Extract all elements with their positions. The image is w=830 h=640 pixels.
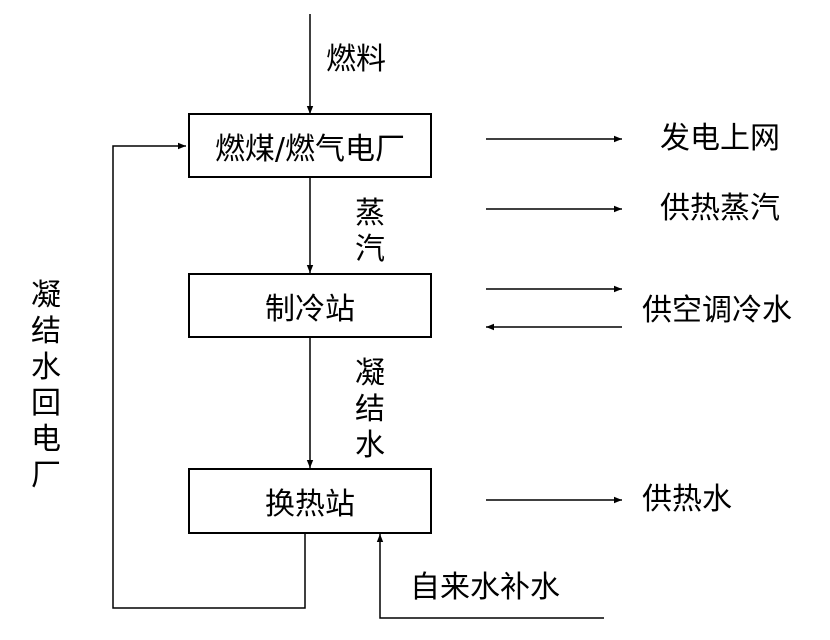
chiller-station-box: 制冷站: [188, 273, 432, 338]
heating-steam-label: 供热蒸汽: [660, 191, 780, 226]
condensate-label: 凝结水: [355, 356, 385, 463]
grid-power-label: 发电上网: [660, 121, 780, 156]
makeup-water-label: 自来水补水: [410, 570, 560, 605]
steam-label: 蒸汽: [355, 196, 385, 267]
ac-cold-water-label: 供空调冷水: [642, 293, 792, 328]
condensate-return-arrow: [112, 142, 306, 609]
heat-exchange-station-box: 换热站: [188, 468, 432, 534]
power-plant-box: 燃煤/燃气电厂: [188, 113, 432, 178]
heat-exchange-station-label: 换热站: [265, 487, 355, 522]
chiller-station-label: 制冷站: [265, 291, 355, 327]
condensate-return-label: 凝结水回电厂: [31, 278, 61, 493]
heating-water-label: 供热水: [642, 482, 732, 517]
fuel-label: 燃料: [326, 42, 386, 77]
makeup-water-arrow: [376, 534, 604, 619]
power-plant-label: 燃煤/燃气电厂: [214, 131, 406, 167]
